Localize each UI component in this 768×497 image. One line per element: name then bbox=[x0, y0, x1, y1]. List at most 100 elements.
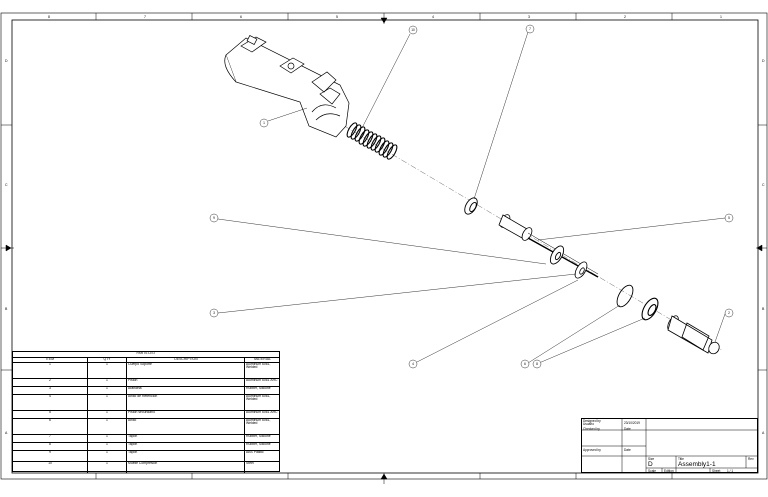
rev-label: Rev bbox=[748, 457, 754, 461]
date-label: Date bbox=[624, 427, 631, 431]
cell-qty: 1 bbox=[88, 410, 127, 418]
cell-description: Tapon bbox=[127, 450, 245, 461]
part-thick-ring bbox=[641, 297, 659, 321]
date-value: 23/10/2019 bbox=[624, 421, 640, 425]
cell-qty: 1 bbox=[88, 434, 127, 442]
cell-material: Rubber, Silicone bbox=[246, 434, 271, 438]
cell-description: Piston bbox=[127, 378, 245, 386]
header-item: ITEM bbox=[13, 357, 88, 362]
zone-letter: A bbox=[762, 431, 765, 435]
cell-material: ABS Plastic bbox=[246, 450, 264, 454]
balloon-label: 7 bbox=[529, 27, 531, 31]
cell-qty: 1 bbox=[88, 442, 127, 450]
zone-letter: C bbox=[762, 183, 765, 187]
leader-lines bbox=[217, 31, 726, 364]
balloon-label: 8 bbox=[536, 362, 538, 366]
cell-item: 9 bbox=[13, 450, 88, 461]
cell-item: 10 bbox=[13, 461, 88, 473]
checked-by-label: Checked by bbox=[583, 427, 600, 431]
cell-description: Cuerpo Soporte bbox=[127, 362, 245, 378]
cell-material: Aluminum 6061, Welded bbox=[246, 418, 271, 426]
cell-material: Aluminum 6061, Welded bbox=[246, 394, 271, 402]
part-washer bbox=[549, 245, 565, 265]
balloon-label: 10 bbox=[411, 28, 415, 32]
cell-qty: 1 bbox=[88, 378, 127, 386]
part-housing bbox=[224, 35, 350, 138]
balloon-label: 9 bbox=[213, 216, 215, 220]
balloon-label: 6 bbox=[524, 362, 526, 366]
title-label: Title bbox=[678, 457, 684, 461]
sheet-label: Sheet bbox=[712, 469, 721, 473]
cell-material: Rubber, Silicone bbox=[246, 386, 271, 390]
cell-item: 2 bbox=[13, 378, 88, 386]
sheet-value: 1 / 1 bbox=[727, 469, 734, 473]
centering-marks bbox=[1, 13, 767, 484]
zone-number: 2 bbox=[624, 15, 626, 19]
balloon-label: 3 bbox=[213, 311, 215, 315]
part-retaining-ring bbox=[616, 284, 634, 308]
part-cap bbox=[464, 197, 478, 215]
zone-letter: D bbox=[762, 59, 765, 63]
balloon-label: 5 bbox=[728, 216, 730, 220]
table-row: 9 1 Tapon ABS Plastic bbox=[13, 450, 279, 462]
table-row: 1 1 Cuerpo Soporte Aluminum 6061, Welded bbox=[13, 362, 279, 379]
table-row: 2 1 Piston Aluminum 6061 AHC bbox=[13, 378, 279, 387]
table-row: 6 1 Anillo Aluminum 6061, Welded bbox=[13, 418, 279, 435]
zone-letter: C bbox=[5, 183, 8, 187]
cell-qty: 1 bbox=[88, 394, 127, 410]
zone-letter: B bbox=[762, 307, 765, 311]
designer-name: Usuario bbox=[583, 422, 594, 426]
cell-material: Steel bbox=[246, 461, 254, 465]
zone-letter: D bbox=[5, 59, 8, 63]
balloon bbox=[209, 308, 219, 318]
cell-description: Tapon bbox=[127, 442, 245, 450]
scale-label: Scale bbox=[648, 469, 656, 473]
parts-list-table: PARTS LIST ITEM QTY DESCRIPTION MATERIAL… bbox=[12, 351, 280, 473]
cell-material: Aluminum 6061 AHC bbox=[246, 410, 278, 414]
callout-balloons: 1 10 7 9 5 3 4 2 6 8 bbox=[209, 24, 734, 369]
balloon bbox=[520, 359, 530, 369]
cell-item: 4 bbox=[13, 394, 88, 410]
approved-by-label: Approved by bbox=[583, 448, 601, 452]
zone-number: 1 bbox=[720, 15, 722, 19]
date2-label: Date bbox=[624, 448, 631, 452]
table-row: 3 1 Arandela Rubber, Silicone bbox=[13, 386, 279, 395]
cell-item: 6 bbox=[13, 418, 88, 434]
cell-item: 7 bbox=[13, 434, 88, 442]
zone-number: 6 bbox=[240, 15, 242, 19]
zone-number: 3 bbox=[528, 15, 530, 19]
cell-description: Anillo bbox=[127, 418, 245, 434]
edition-label: Edition bbox=[664, 469, 674, 473]
parts-list-title: PARTS LIST bbox=[13, 351, 279, 358]
zone-number: 7 bbox=[144, 15, 146, 19]
balloon bbox=[724, 308, 734, 318]
part-ring bbox=[574, 261, 588, 279]
header-material: MATERIAL bbox=[254, 357, 271, 361]
header-qty: QTY bbox=[88, 357, 127, 362]
size-value: D bbox=[648, 461, 653, 468]
balloon bbox=[209, 213, 219, 223]
table-row: 7 1 Tapon Rubber, Silicone bbox=[13, 434, 279, 443]
balloon bbox=[724, 213, 734, 223]
zone-letter: B bbox=[5, 307, 8, 311]
balloon-label: 2 bbox=[728, 311, 730, 315]
cell-material: Rubber, Silicone bbox=[246, 442, 271, 446]
balloon bbox=[259, 118, 269, 128]
zone-number: 4 bbox=[432, 15, 434, 19]
title-block-lines bbox=[581, 418, 758, 473]
table-row: 8 1 Tapon Rubber, Silicone bbox=[13, 442, 279, 451]
table-row: 4 1 Anillo de Retencion Aluminum 6061, W… bbox=[13, 394, 279, 411]
cell-item: 1 bbox=[13, 362, 88, 378]
zone-letter: A bbox=[5, 431, 8, 435]
balloon bbox=[532, 359, 542, 369]
table-row: 10 1 Muelle Compresion Steel bbox=[13, 461, 279, 473]
cell-material: Aluminum 6061 AHC bbox=[246, 378, 278, 382]
cell-qty: 1 bbox=[88, 386, 127, 394]
cell-item: 5 bbox=[13, 410, 88, 418]
cell-qty: 1 bbox=[88, 450, 127, 461]
zone-number: 5 bbox=[336, 15, 338, 19]
cell-description: Anillo de Retencion bbox=[127, 394, 245, 410]
table-row: 5 1 Piston secundario Aluminum 6061 AHC bbox=[13, 410, 279, 419]
header-description: DESCRIPTION bbox=[127, 357, 245, 362]
